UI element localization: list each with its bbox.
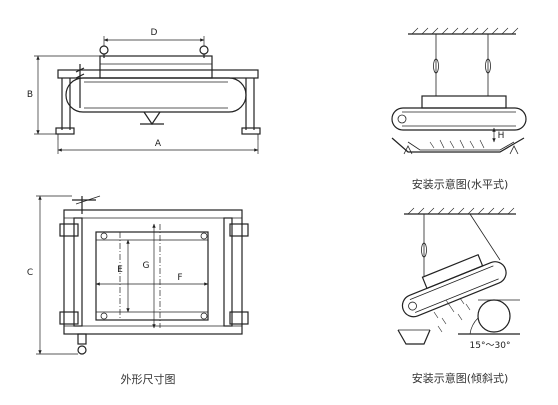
caption-horizontal: 安装示意图(水平式): [412, 177, 509, 191]
dim-label-h: H: [498, 131, 505, 141]
caption-inclined: 安装示意图(倾斜式): [412, 371, 509, 385]
front-view: [34, 36, 261, 154]
angle-label: 15°～30°: [470, 341, 511, 351]
dim-label-d: D: [151, 28, 158, 38]
dim-label-b: B: [27, 90, 33, 100]
dim-label-f: F: [177, 273, 182, 283]
horizontal-install: [391, 27, 527, 155]
dim-label-e: E: [117, 265, 123, 275]
top-view: [36, 195, 249, 355]
dim-label-c: C: [27, 268, 33, 278]
inclined-install: [397, 207, 520, 345]
dim-label-a: A: [155, 139, 162, 149]
dim-label-g: G: [143, 261, 150, 271]
caption-dimensions: 外形尺寸图: [121, 372, 176, 386]
